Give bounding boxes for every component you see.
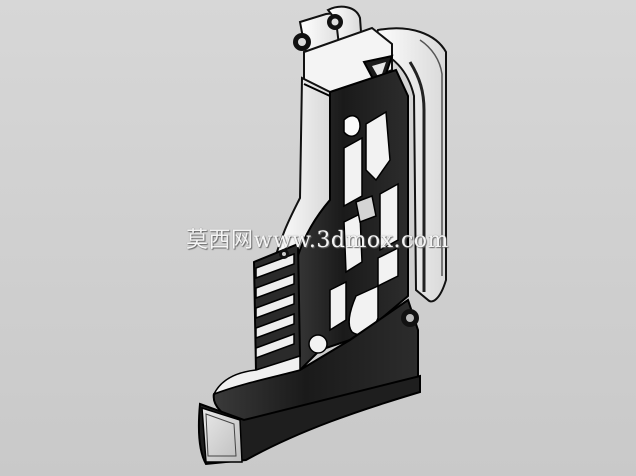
grip-ribs — [252, 242, 302, 374]
watermark-text: 莫西网www.3dmox.com — [186, 228, 449, 253]
top-mount — [293, 5, 394, 98]
butt-assembly — [197, 298, 421, 466]
rear-shell — [370, 27, 447, 303]
spine-edge — [303, 83, 331, 196]
